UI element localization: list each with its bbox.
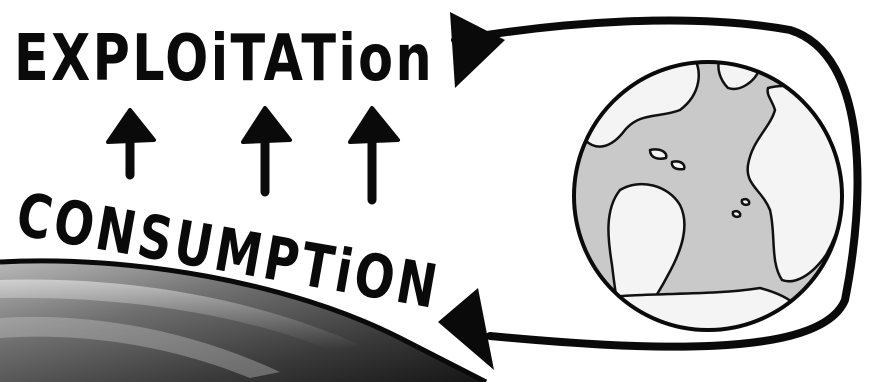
loop-arrowhead (438, 288, 494, 370)
arrow-up-icon (243, 108, 290, 192)
arrow-up-icon (108, 110, 154, 175)
loop-tail-wedge (450, 12, 505, 88)
earth-globe-icon (574, 52, 844, 330)
upward-arrows (108, 108, 398, 200)
exploitation-label: EXPLOiTATion (14, 22, 434, 96)
arrow-up-icon (350, 108, 398, 200)
